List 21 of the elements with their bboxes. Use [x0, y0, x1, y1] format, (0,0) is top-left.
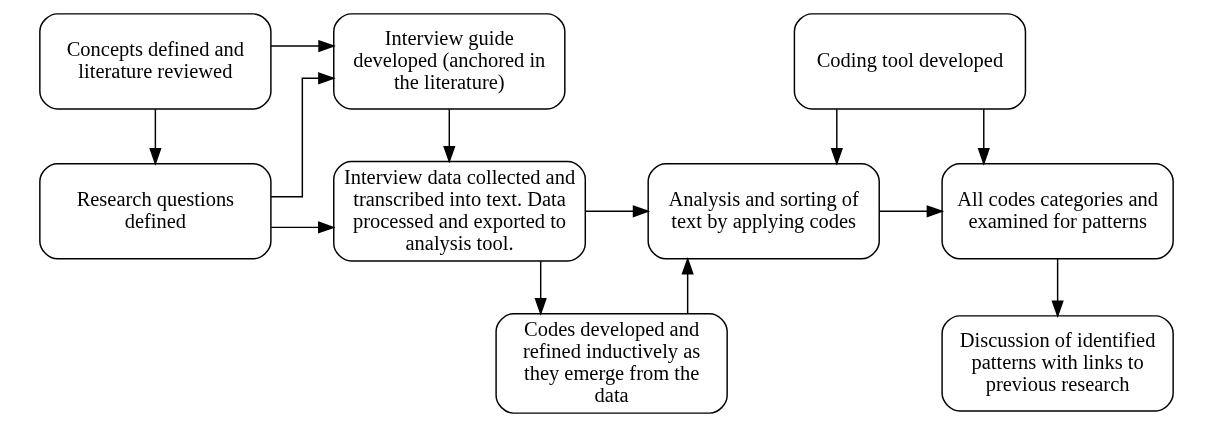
arrow: [878, 205, 945, 218]
arrow: [1051, 258, 1064, 319]
node-box: Coding tool developed: [793, 13, 1027, 110]
node-box: Interview data collected and transcribed into text. Data processed and exported to analysis tool.: [333, 160, 587, 262]
arrow: [584, 205, 651, 218]
arrow: [443, 108, 456, 164]
node-box: Discussion of identified patterns with links to previous research: [941, 315, 1174, 412]
arrow: [270, 39, 336, 53]
arrow: [149, 108, 162, 166]
arrow: [977, 108, 990, 166]
arrow: [830, 108, 843, 166]
arrow: [270, 72, 336, 198]
node-box: Analysis and sorting of text by applying codes: [647, 163, 880, 260]
arrow: [681, 256, 694, 315]
node-box: Codes developed and refined inductively as they emerge from the data: [495, 312, 728, 414]
node-box: Research questions defined: [39, 163, 272, 260]
node-box: Interview guide developed (anchored in the literature): [333, 13, 566, 110]
node-box: Concepts defined and literature reviewed: [39, 13, 272, 110]
arrow: [534, 260, 547, 316]
node-box: All codes categories and examined for patterns: [941, 163, 1174, 260]
arrow: [270, 221, 336, 234]
